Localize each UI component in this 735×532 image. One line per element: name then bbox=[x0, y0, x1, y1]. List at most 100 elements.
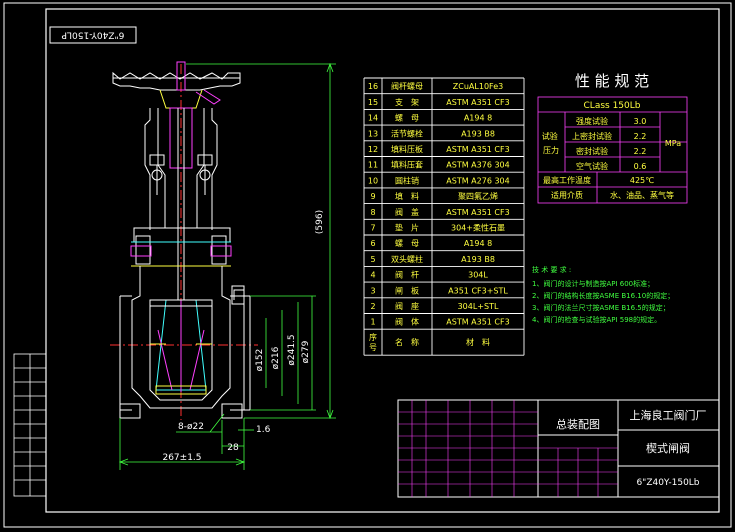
bonnet-flange bbox=[130, 227, 232, 267]
part-number: 4 bbox=[370, 271, 375, 280]
part-number: 13 bbox=[368, 129, 378, 138]
part-name: 填料压套 bbox=[391, 160, 423, 170]
part-number: 2 bbox=[370, 302, 375, 311]
part-material: ASTM A276 304 bbox=[446, 176, 509, 185]
part-material: ASTM A351 CF3 bbox=[446, 318, 509, 327]
header-no: 序号 bbox=[369, 332, 377, 352]
part-number: 12 bbox=[368, 145, 378, 154]
part-material: A194 8 bbox=[464, 239, 492, 248]
part-name: 阀 杆 bbox=[395, 270, 419, 280]
technical-requirements: 技 术 要 求 : 1、阀门的设计与制造按API 600标准； 2、阀门的结构长… bbox=[532, 265, 674, 324]
perf-group-line1: 试验 bbox=[542, 131, 558, 141]
dim-overall-height: (596) bbox=[315, 210, 325, 234]
dim-length: 267±1.5 bbox=[162, 453, 201, 463]
part-material: A193 B8 bbox=[461, 129, 495, 138]
part-name: 阀 盖 bbox=[395, 207, 419, 217]
perf-test-value: 3.0 bbox=[634, 117, 647, 126]
valve-body bbox=[119, 266, 245, 419]
dim-dia-152: ø152 bbox=[255, 349, 265, 372]
perf-test-value: 2.2 bbox=[634, 147, 647, 156]
part-name: 阀 体 bbox=[395, 317, 419, 327]
title-product: 楔式闸阀 bbox=[646, 441, 690, 455]
part-name: 螺 母 bbox=[395, 113, 419, 123]
drawing-code-box: 6"Z40Y-150LP bbox=[49, 26, 137, 44]
sheet-inner-border bbox=[45, 8, 720, 513]
part-material: 304L bbox=[468, 271, 488, 280]
perf-class: CLass 150Lb bbox=[584, 101, 641, 111]
part-name: 垫 片 bbox=[395, 223, 419, 233]
tech-item-3: 3、阀门的法兰尺寸按ASME B16.5的规定； bbox=[532, 303, 670, 312]
header-name: 名 称 bbox=[395, 337, 419, 347]
dim-1-6: 1.6 bbox=[256, 425, 271, 435]
dim-dia-216: ø216 bbox=[271, 346, 281, 369]
part-material: 聚四氟乙烯 bbox=[458, 191, 498, 201]
part-material: A194 8 bbox=[464, 114, 492, 123]
perf-media-label: 适用介质 bbox=[551, 190, 583, 200]
perf-max-temp-label: 最高工作温度 bbox=[543, 175, 591, 185]
tech-item-2: 2、阀门的结构长度按ASME B16.10的规定； bbox=[532, 291, 674, 300]
perf-test-value: 0.6 bbox=[634, 162, 647, 171]
title-block: 总装配图 上海良工阀门厂 楔式闸阀 6"Z40Y-150Lb bbox=[397, 399, 720, 498]
part-name: 螺 母 bbox=[395, 238, 419, 248]
part-material: ASTM A351 CF3 bbox=[446, 208, 509, 217]
part-number: 14 bbox=[368, 114, 378, 123]
part-name: 圆柱销 bbox=[395, 175, 419, 185]
part-name: 活节螺栓 bbox=[391, 128, 423, 138]
stem-top bbox=[176, 61, 186, 91]
part-material: 304L+STL bbox=[458, 302, 499, 311]
perf-test-name: 密封试验 bbox=[576, 146, 608, 156]
part-name: 支 架 bbox=[395, 97, 419, 107]
perf-test-name: 强度试验 bbox=[576, 116, 608, 126]
perf-max-temp: 425℃ bbox=[630, 176, 654, 185]
perf-group-line2: 压力 bbox=[543, 145, 559, 155]
dim-dia-279: ø279 bbox=[301, 340, 311, 363]
header-material: 材 料 bbox=[466, 337, 490, 347]
part-number: 8 bbox=[370, 208, 375, 217]
part-number: 6 bbox=[370, 239, 375, 248]
part-number: 15 bbox=[368, 98, 378, 107]
part-number: 1 bbox=[370, 318, 375, 327]
part-material: ASTM A376 304 bbox=[446, 161, 509, 170]
part-number: 16 bbox=[368, 82, 378, 91]
gland-bolts bbox=[149, 154, 213, 195]
part-number: 10 bbox=[368, 176, 378, 185]
part-number: 9 bbox=[370, 192, 375, 201]
tech-item-1: 1、阀门的设计与制造按API 600标准； bbox=[532, 279, 654, 288]
part-material: A351 CF3+STL bbox=[448, 286, 508, 295]
tech-item-4: 4、阀门的检查与试验按API 598的规定。 bbox=[532, 315, 661, 324]
title-drawing-name: 总装配图 bbox=[556, 417, 600, 431]
perf-title: 性 能 规 范 bbox=[575, 72, 649, 90]
part-material: ZCuAL10Fe3 bbox=[453, 82, 503, 91]
title-company: 上海良工阀门厂 bbox=[630, 408, 707, 422]
part-name: 闸 板 bbox=[395, 285, 419, 295]
part-name: 填 料 bbox=[395, 191, 419, 201]
part-material: 304+柔性石墨 bbox=[451, 223, 505, 233]
end-flange bbox=[244, 295, 251, 411]
title-model: 6"Z40Y-150Lb bbox=[636, 478, 699, 488]
dimension-lines bbox=[118, 62, 336, 470]
part-name: 双头螺柱 bbox=[391, 254, 423, 264]
perf-test-name: 空气试验 bbox=[576, 161, 608, 171]
part-number: 5 bbox=[370, 255, 375, 264]
yoke bbox=[144, 107, 218, 230]
part-number: 7 bbox=[370, 224, 375, 233]
valve-assembly-drawing bbox=[110, 61, 258, 420]
part-number: 3 bbox=[370, 286, 375, 295]
left-signature-strip bbox=[13, 353, 47, 497]
sheet-outer-border bbox=[3, 2, 732, 528]
perf-media: 水、油品、蒸气等 bbox=[610, 190, 674, 200]
drawing-code-text: 6"Z40Y-150LP bbox=[61, 30, 124, 40]
part-material: A193 B8 bbox=[461, 255, 495, 264]
part-material: ASTM A351 CF3 bbox=[446, 98, 509, 107]
dim-28: 28 bbox=[227, 443, 239, 453]
dim-dia-241: ø241.5 bbox=[287, 334, 297, 365]
part-material: ASTM A351 CF3 bbox=[446, 145, 509, 154]
dim-holes: 8-ø22 bbox=[178, 422, 204, 432]
part-name: 填料压板 bbox=[391, 144, 423, 154]
dimension-texts: (596) ø152 ø216 ø241.5 ø279 8-ø22 28 1.6… bbox=[162, 210, 325, 463]
perf-test-value: 2.2 bbox=[634, 132, 647, 141]
part-number: 11 bbox=[368, 161, 378, 170]
